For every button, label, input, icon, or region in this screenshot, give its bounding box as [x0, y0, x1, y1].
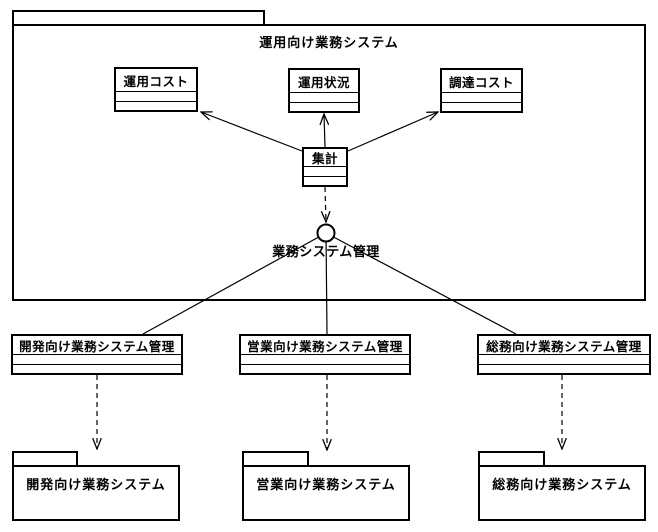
package-label: 運用向け業務システム [259, 35, 399, 50]
interface-label: 業務システム管理 [272, 244, 380, 259]
class-attributes-compartment [13, 355, 181, 365]
package-label: 開発向け業務システム [26, 477, 166, 492]
package-tab [478, 451, 545, 465]
class-dev-management: 開発向け業務システム管理 [11, 334, 183, 375]
package-dev-system: 開発向け業務システム [12, 451, 180, 521]
class-attributes-compartment [290, 93, 358, 103]
class-operations-compartment [241, 365, 409, 373]
class-operations-compartment [290, 103, 358, 111]
package-tab [12, 451, 78, 465]
package-body: 総務向け業務システム [478, 465, 646, 521]
class-attributes-compartment [116, 92, 196, 102]
class-operation-cost: 運用コスト [114, 67, 198, 112]
class-operations-compartment [116, 102, 196, 110]
package-general-system: 総務向け業務システム [478, 451, 646, 521]
package-tab [12, 10, 265, 24]
class-attributes-compartment [442, 93, 521, 103]
package-tab [242, 451, 309, 465]
class-operation-status: 運用状況 [288, 68, 360, 113]
package-body: 営業向け業務システム [242, 465, 410, 521]
class-attributes-compartment [304, 167, 346, 177]
class-sales-management: 営業向け業務システム管理 [239, 334, 411, 375]
class-operations-compartment [479, 365, 649, 373]
package-sales-system: 営業向け業務システム [242, 451, 410, 521]
class-general-management: 総務向け業務システム管理 [477, 334, 651, 375]
class-operations-compartment [304, 177, 346, 185]
class-procurement-cost: 調達コスト [440, 68, 523, 113]
class-title: 営業向け業務システム管理 [241, 336, 409, 355]
class-title: 集計 [304, 149, 346, 167]
class-title: 調達コスト [442, 70, 521, 93]
class-aggregation: 集計 [302, 147, 348, 187]
package-label: 営業向け業務システム [256, 477, 396, 492]
class-title: 運用コスト [116, 69, 196, 92]
class-title: 開発向け業務システム管理 [13, 336, 181, 355]
class-title: 運用状況 [290, 70, 358, 93]
package-label: 総務向け業務システム [492, 477, 632, 492]
class-title: 総務向け業務システム管理 [479, 336, 649, 355]
class-operations-compartment [13, 365, 181, 373]
class-operations-compartment [442, 103, 521, 111]
class-attributes-compartment [241, 355, 409, 365]
class-attributes-compartment [479, 355, 649, 365]
package-body: 開発向け業務システム [12, 465, 180, 521]
